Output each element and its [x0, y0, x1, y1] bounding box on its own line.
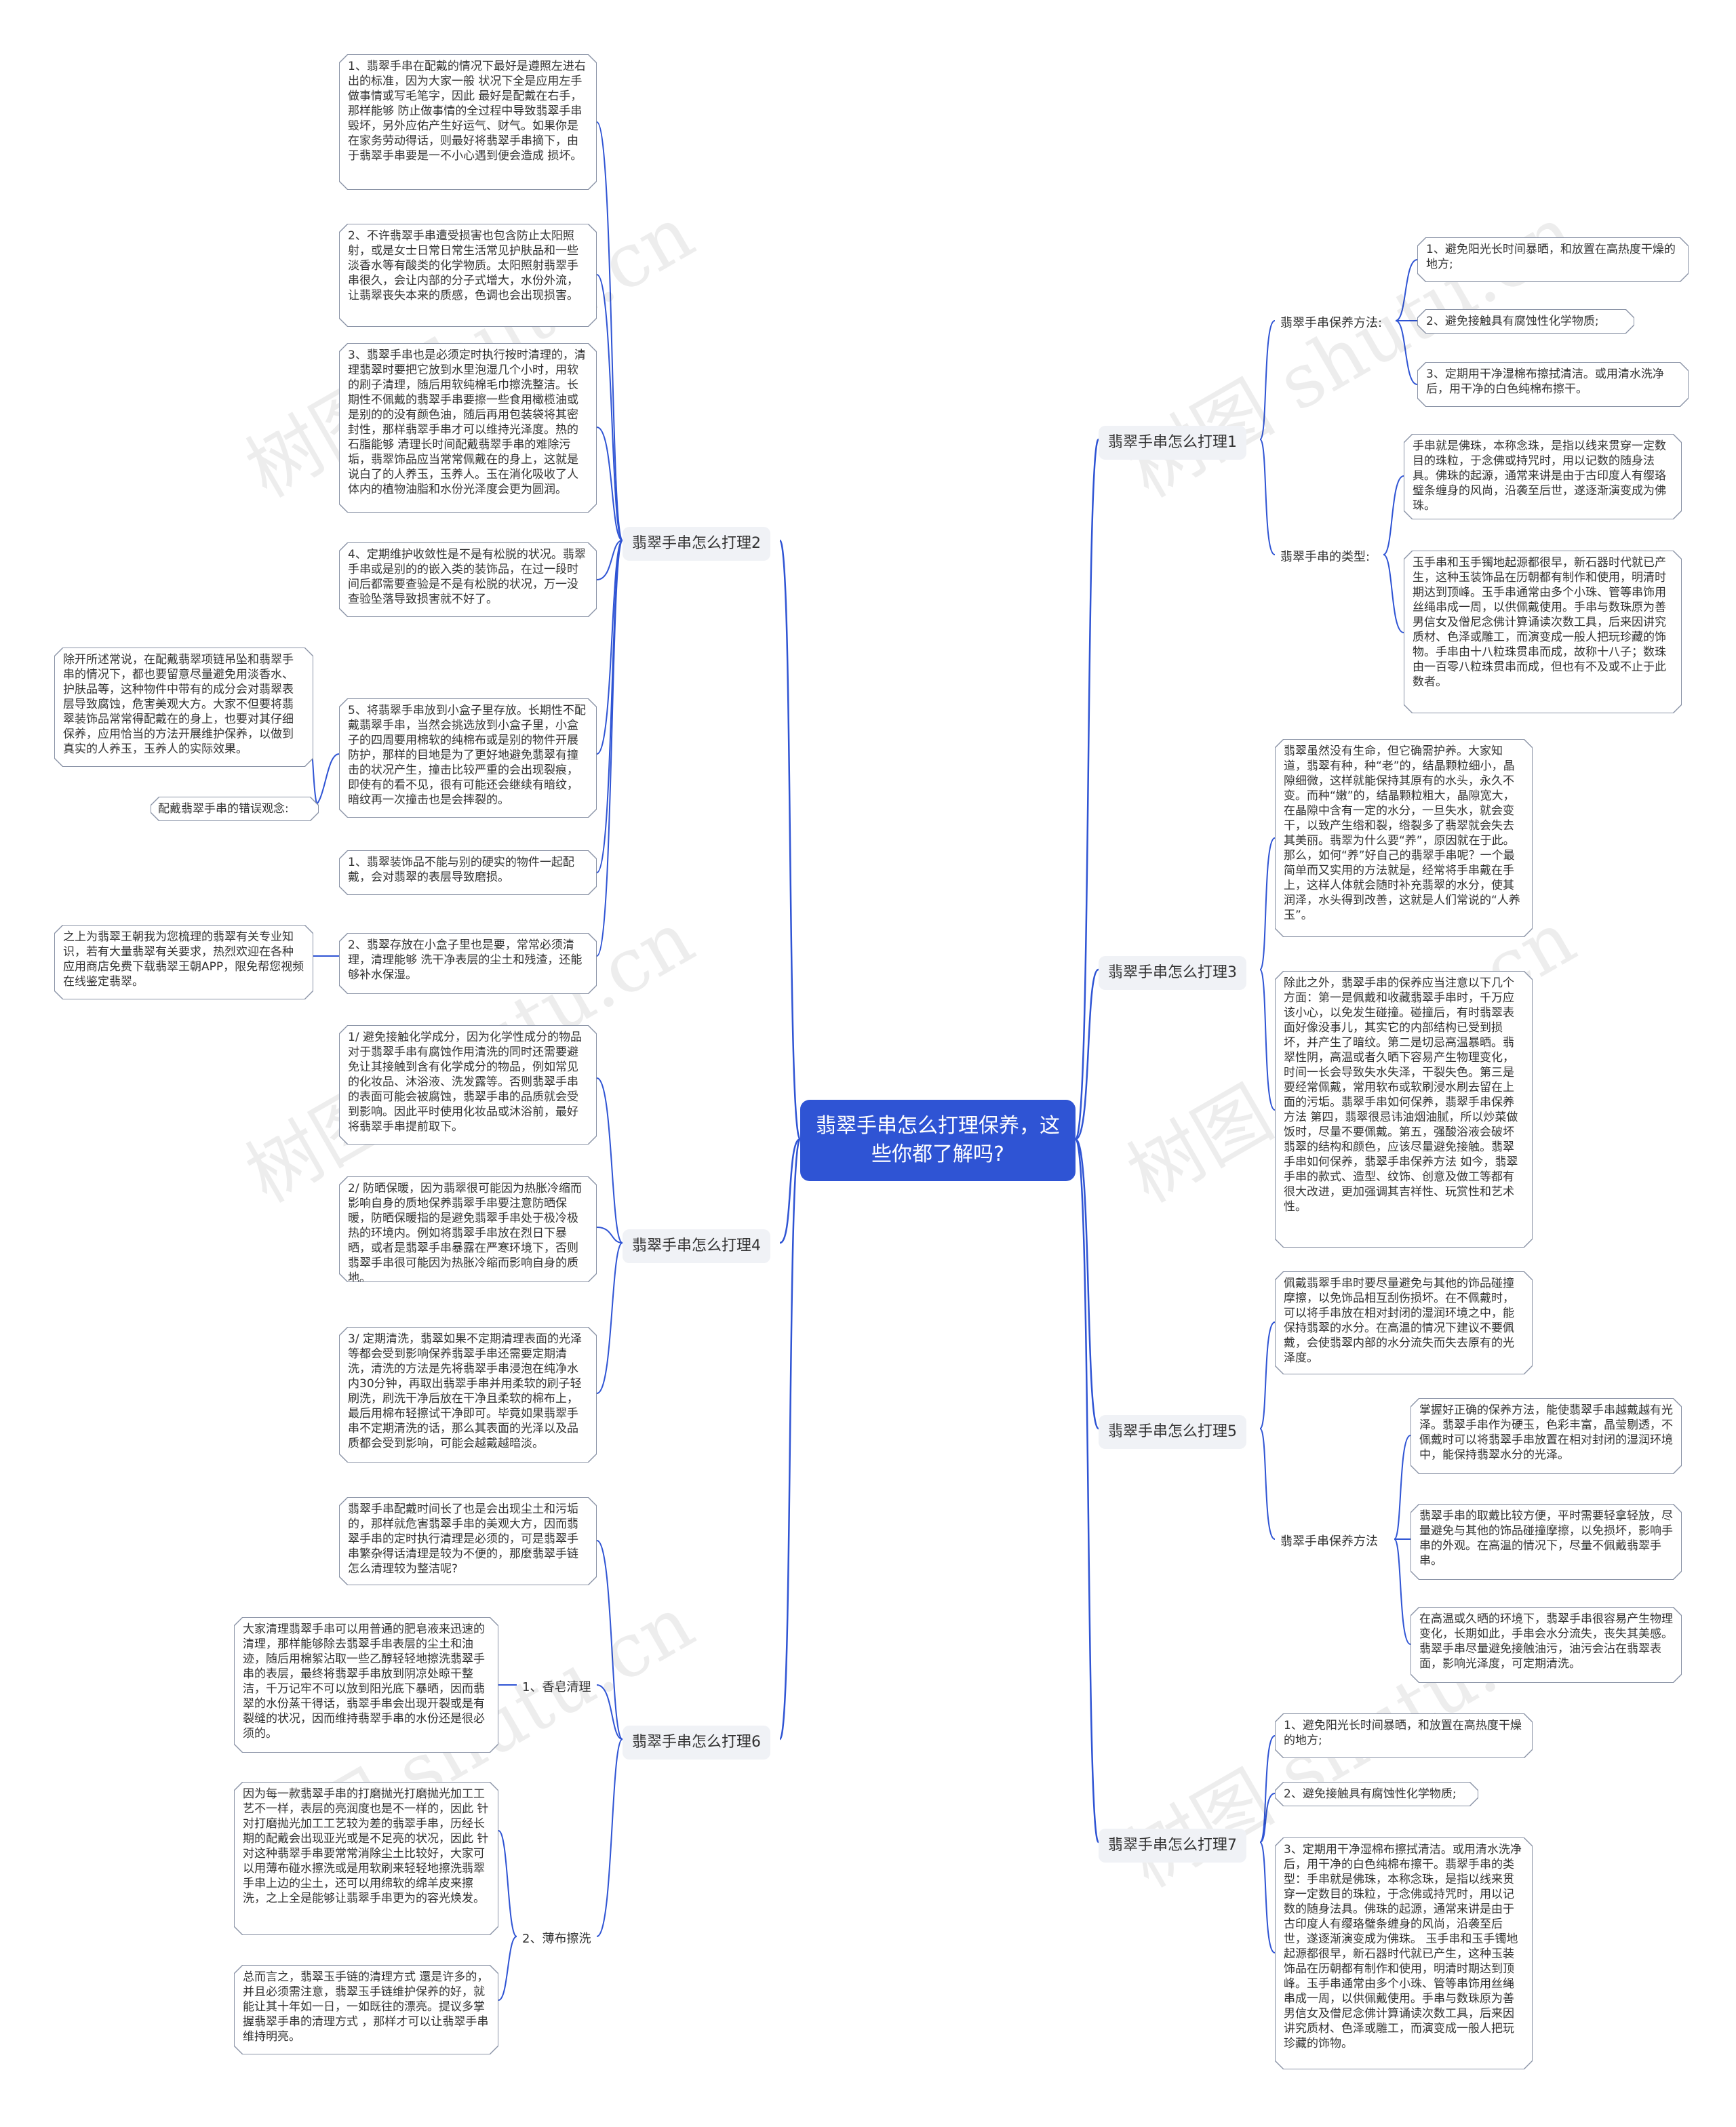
leaf-b6-cloth2-frame: 总而言之，翡翠玉手链的清理方式 還是许多的，并且必须需注意，翡翠玉手链维护保养的… — [234, 1965, 498, 2054]
leaf-b1-m1-frame: 1、避免阳光长时间暴晒，和放置在高热度干燥的地方; — [1417, 237, 1689, 282]
leaf-b1-t1[interactable]: 手串就是佛珠，本称念珠，是指以线来贯穿一定数目的珠粒，于念佛或持咒时，用以记数的… — [1404, 435, 1681, 519]
leaf-b2-1-frame: 1、翡翠手串在配戴的情况下最好是遵照左进右出的标准，因为大家一般 状况下全是应用… — [339, 54, 597, 190]
leaf-b3-2[interactable]: 除此之外，翡翠手串的保养应当注意以下几个方面：第一是佩戴和收藏翡翠手串时，千万应… — [1276, 972, 1532, 1247]
leaf-b7-2[interactable]: 2、避免接触具有腐蚀性化学物质; — [1276, 1783, 1478, 1806]
leaf-b1-t2[interactable]: 玉手串和玉手镯地起源都很早，新石器时代就已产生，这种玉装饰品在历朝都有制作和使用… — [1404, 551, 1681, 713]
leaf-b6-soap-frame: 大家清理翡翠手串可以用普通的肥皂液来迅速的清理，那样能够除去翡翠手串表层的尘土和… — [234, 1617, 498, 1753]
leaf-b2-6[interactable]: 1、翡翠装饰品不能与别的硬实的物件一起配戴，会对翡翠的表层导致磨损。 — [340, 851, 596, 894]
leaf-b3-1[interactable]: 翡翠虽然没有生命，但它确需护养。大家知道，翡翠有种，种“老”的，结晶颗粒细小，晶… — [1276, 740, 1532, 936]
leaf-b6-soap[interactable]: 大家清理翡翠手串可以用普通的肥皂液来迅速的清理，那样能够除去翡翠手串表层的尘土和… — [235, 1618, 498, 1752]
leaf-b3-2-frame: 除此之外，翡翠手串的保养应当注意以下几个方面：第一是佩戴和收藏翡翠手串时，千万应… — [1275, 971, 1533, 1248]
leaf-b5-m3[interactable]: 在高温或久晒的环境下，翡翠手串很容易产生物理变化，长期如此，手串会水分流失，丧失… — [1411, 1608, 1681, 1682]
sub-b6-cloth[interactable]: 2、薄布擦洗 — [522, 1932, 591, 1946]
leaf-b2-5[interactable]: 5、将翡翠手串放到小盒子里存放。长期性不配戴翡翠手串，当然会挑选放到小盒子里，小… — [340, 699, 596, 817]
branch-7[interactable]: 翡翠手串怎么打理7 — [1099, 1829, 1246, 1863]
leaf-b4-2[interactable]: 2/ 防晒保暖，因为翡翠很可能因为热胀冷缩而影响自身的质地保养翡翠手串要注意防晒… — [340, 1177, 596, 1281]
sub-b5-method[interactable]: 翡翠手串保养方法 — [1280, 1534, 1378, 1549]
leaf-b4-3-frame: 3/ 定期清洗，翡翠如果不定期清理表面的光泽等都会受到影响保养翡翠手串还需要定期… — [339, 1327, 597, 1463]
leaf-b5-1-frame: 佩戴翡翠手串时要尽量避免与其他的饰品碰撞摩擦，以免饰品相互刮伤损坏。在不佩戴时，… — [1275, 1271, 1533, 1374]
leaf-b7-3-frame: 3、定期用干净湿棉布擦拭清洁。或用清水洗净后，用干净的白色纯棉布擦干。翡翠手串的… — [1275, 1837, 1533, 2069]
leaf-b5-m1-frame: 掌握好正确的保养方法，能使翡翠手串越戴越有光泽。翡翠手串作为硬玉，色彩丰富，晶莹… — [1410, 1398, 1682, 1474]
leaf-b2-1[interactable]: 1、翡翠手串在配戴的情况下最好是遵照左进右出的标准，因为大家一般 状况下全是应用… — [340, 55, 596, 189]
leaf-b2-left1-frame: 除开所述常说，在配戴翡翠项链吊坠和翡翠手串的情况下，都也要留意尽量避免用淡香水、… — [54, 648, 313, 767]
sub-b6-soap[interactable]: 1、香皂清理 — [522, 1680, 591, 1694]
leaf-b7-1[interactable]: 1、避免阳光长时间暴晒，和放置在高热度干燥的地方; — [1276, 1714, 1532, 1757]
sub-b2-misconception-frame: 配戴翡翠手串的错误观念: — [151, 797, 319, 821]
sub-b1-type[interactable]: 翡翠手串的类型: — [1280, 550, 1370, 564]
branch-2[interactable]: 翡翠手串怎么打理2 — [623, 527, 770, 561]
branch-4[interactable]: 翡翠手串怎么打理4 — [623, 1229, 770, 1263]
leaf-b2-2-frame: 2、不许翡翠手串遭受损害也包含防止太阳照射，或是女士日常日常生活常见护肤品和一些… — [339, 224, 597, 327]
leaf-b2-4-frame: 4、定期维护收敛性是不是有松脱的状况。翡翠手串或是别的的嵌入类的装饰品，在过一段… — [339, 542, 597, 617]
leaf-b2-6-frame: 1、翡翠装饰品不能与别的硬实的物件一起配戴，会对翡翠的表层导致磨损。 — [339, 850, 597, 895]
leaf-b5-1[interactable]: 佩戴翡翠手串时要尽量避免与其他的饰品碰撞摩擦，以免饰品相互刮伤损坏。在不佩戴时，… — [1276, 1272, 1532, 1374]
leaf-b2-7[interactable]: 2、翡翠存放在小盒子里也是要，常常必须清理，清理能够 洗干净表层的尘土和残渣，还… — [340, 934, 596, 993]
leaf-b4-2-frame: 2/ 防晒保暖，因为翡翠很可能因为热胀冷缩而影响自身的质地保养翡翠手串要注意防晒… — [339, 1176, 597, 1282]
leaf-b7-3[interactable]: 3、定期用干净湿棉布擦拭清洁。或用清水洗净后，用干净的白色纯棉布擦干。翡翠手串的… — [1276, 1838, 1532, 2069]
leaf-b1-t1-frame: 手串就是佛珠，本称念珠，是指以线来贯穿一定数目的珠粒，于念佛或持咒时，用以记数的… — [1404, 434, 1682, 519]
leaf-b1-t2-frame: 玉手串和玉手镯地起源都很早，新石器时代就已产生，这种玉装饰品在历朝都有制作和使用… — [1404, 551, 1682, 713]
sub-b1-method[interactable]: 翡翠手串保养方法: — [1280, 316, 1383, 330]
leaf-b2-3[interactable]: 3、翡翠手串也是必须定时执行按时清理的，清理翡翠时要把它放到水里泡湿几个小时，用… — [340, 344, 596, 512]
leaf-b4-1-frame: 1/ 避免接触化学成分，因为化学性成分的物品对于翡翠手串有腐蚀作用清洗的同时还需… — [339, 1025, 597, 1145]
leaf-b5-m3-frame: 在高温或久晒的环境下，翡翠手串很容易产生物理变化，长期如此，手串会水分流失，丧失… — [1410, 1607, 1682, 1683]
branch-6[interactable]: 翡翠手串怎么打理6 — [623, 1726, 770, 1760]
leaf-b4-3[interactable]: 3/ 定期清洗，翡翠如果不定期清理表面的光泽等都会受到影响保养翡翠手串还需要定期… — [340, 1328, 596, 1462]
leaf-b6-cloth1[interactable]: 因为每一款翡翠手串的打磨抛光打磨抛光加工工艺不一样，表层的亮润度也是不一样的，因… — [235, 1783, 498, 1934]
leaf-b5-m2[interactable]: 翡翠手串的取戴比较方便，平时需要轻拿轻放，尽量避免与其他的饰品碰撞摩擦，以免损坏… — [1411, 1505, 1681, 1579]
leaf-b1-m2-frame: 2、避免接触具有腐蚀性化学物质; — [1417, 309, 1634, 334]
central-topic[interactable]: 翡翠手串怎么打理保养，这些你都了解吗? — [800, 1100, 1076, 1181]
leaf-b2-4[interactable]: 4、定期维护收敛性是不是有松脱的状况。翡翠手串或是别的的嵌入类的装饰品，在过一段… — [340, 543, 596, 616]
leaf-b1-m2[interactable]: 2、避免接触具有腐蚀性化学物质; — [1418, 310, 1634, 333]
leaf-b7-2-frame: 2、避免接触具有腐蚀性化学物质; — [1275, 1782, 1478, 1806]
leaf-b2-left2-frame: 之上为翡翠王朝我为您梳理的翡翠有关专业知识，若有大量翡翠有关要求，热烈欢迎在各种… — [54, 925, 313, 999]
leaf-b2-3-frame: 3、翡翠手串也是必须定时执行按时清理的，清理翡翠时要把它放到水里泡湿几个小时，用… — [339, 343, 597, 513]
leaf-b1-m3[interactable]: 3、定期用干净湿棉布擦拭清洁。或用清水洗净后，用干净的白色纯棉布擦干。 — [1418, 363, 1688, 406]
leaf-b6-intro-frame: 翡翠手串配戴时间长了也是会出现尘土和污垢的，那样就危害翡翠手串的美观大方，因而翡… — [339, 1497, 597, 1585]
leaf-b6-cloth1-frame: 因为每一款翡翠手串的打磨抛光打磨抛光加工工艺不一样，表层的亮润度也是不一样的，因… — [234, 1782, 498, 1935]
leaf-b5-m2-frame: 翡翠手串的取戴比较方便，平时需要轻拿轻放，尽量避免与其他的饰品碰撞摩擦，以免损坏… — [1410, 1504, 1682, 1580]
leaf-b3-1-frame: 翡翠虽然没有生命，但它确需护养。大家知道，翡翠有种，种“老”的，结晶颗粒细小，晶… — [1275, 739, 1533, 937]
branch-1[interactable]: 翡翠手串怎么打理1 — [1099, 426, 1246, 460]
sub-b2-misconception[interactable]: 配戴翡翠手串的错误观念: — [151, 797, 318, 820]
leaf-b2-left1[interactable]: 除开所述常说，在配戴翡翠项链吊坠和翡翠手串的情况下，都也要留意尽量避免用淡香水、… — [55, 648, 313, 766]
leaf-b6-cloth2[interactable]: 总而言之，翡翠玉手链的清理方式 還是许多的，并且必须需注意，翡翠玉手链维护保养的… — [235, 1966, 498, 2054]
leaf-b5-m1[interactable]: 掌握好正确的保养方法，能使翡翠手串越戴越有光泽。翡翠手串作为硬玉，色彩丰富，晶莹… — [1411, 1399, 1681, 1473]
branch-5[interactable]: 翡翠手串怎么打理5 — [1099, 1415, 1246, 1449]
leaf-b2-5-frame: 5、将翡翠手串放到小盒子里存放。长期性不配戴翡翠手串，当然会挑选放到小盒子里，小… — [339, 698, 597, 818]
leaf-b2-2[interactable]: 2、不许翡翠手串遭受损害也包含防止太阳照射，或是女士日常日常生活常见护肤品和一些… — [340, 224, 596, 326]
leaf-b6-intro[interactable]: 翡翠手串配戴时间长了也是会出现尘土和污垢的，那样就危害翡翠手串的美观大方，因而翡… — [340, 1498, 596, 1585]
leaf-b2-left2[interactable]: 之上为翡翠王朝我为您梳理的翡翠有关专业知识，若有大量翡翠有关要求，热烈欢迎在各种… — [55, 926, 313, 999]
leaf-b1-m1[interactable]: 1、避免阳光长时间暴晒，和放置在高热度干燥的地方; — [1418, 238, 1688, 281]
leaf-b7-1-frame: 1、避免阳光长时间暴晒，和放置在高热度干燥的地方; — [1275, 1713, 1533, 1758]
leaf-b2-7-frame: 2、翡翠存放在小盒子里也是要，常常必须清理，清理能够 洗干净表层的尘土和残渣，还… — [339, 933, 597, 994]
leaf-b1-m3-frame: 3、定期用干净湿棉布擦拭清洁。或用清水洗净后，用干净的白色纯棉布擦干。 — [1417, 362, 1689, 407]
leaf-b4-1[interactable]: 1/ 避免接触化学成分，因为化学性成分的物品对于翡翠手串有腐蚀作用清洗的同时还需… — [340, 1026, 596, 1144]
branch-3[interactable]: 翡翠手串怎么打理3 — [1099, 956, 1246, 990]
